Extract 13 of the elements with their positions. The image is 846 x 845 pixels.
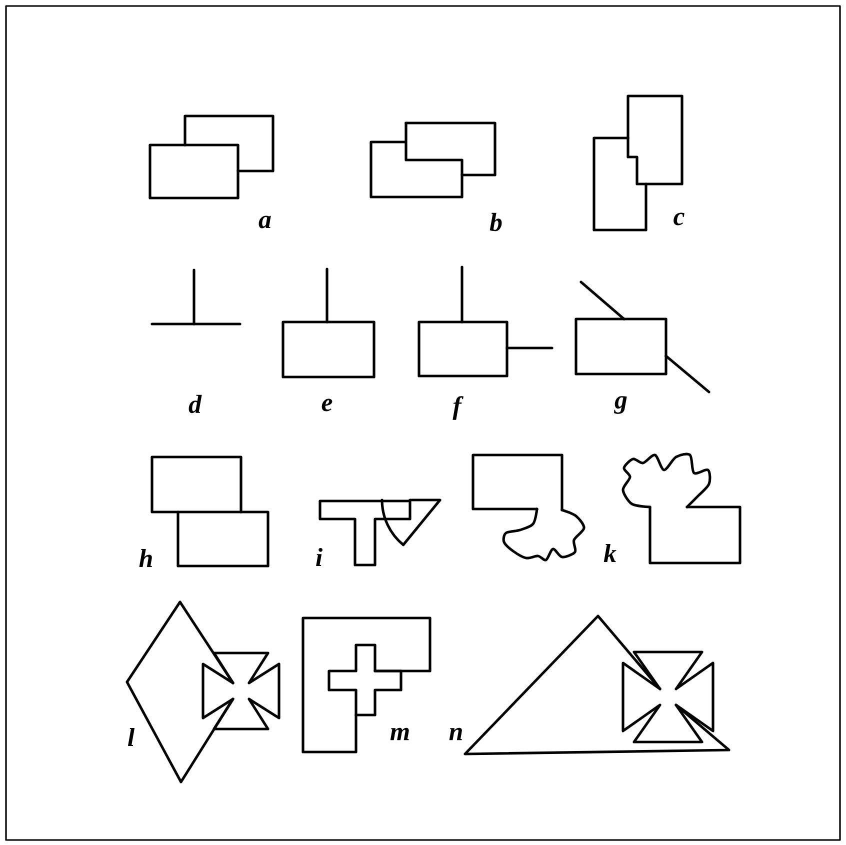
figure-label: k	[604, 544, 616, 562]
figure-label: g	[614, 396, 627, 414]
figure-label: b	[490, 212, 502, 232]
figure-label: i	[316, 548, 322, 566]
figure-label: e	[322, 398, 332, 412]
figure-label: l	[128, 728, 135, 746]
figure-label: h	[139, 548, 152, 568]
figure-label: d	[188, 394, 202, 414]
figure-label: c	[674, 212, 684, 226]
figure-label: a	[258, 216, 271, 228]
figure-label: n	[449, 728, 462, 740]
figure-label: f	[452, 396, 464, 420]
figure-label: m	[390, 728, 409, 740]
